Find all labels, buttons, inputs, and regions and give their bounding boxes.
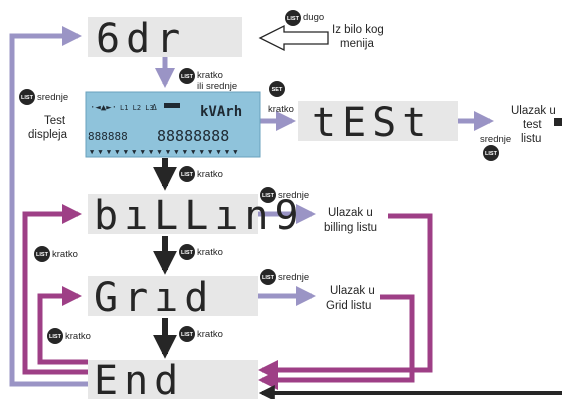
list-badge-left-srednje: LIST [19, 89, 35, 105]
label-ulazak-grid-1: Ulazak u [330, 285, 375, 297]
billing-list-return [258, 213, 433, 380]
label-ili-srednje: ili srednje [197, 81, 237, 92]
end-to-grid-loop [37, 286, 88, 365]
list-badge-left-kratko-2: LIST [47, 328, 63, 344]
svg-text:LIST: LIST [262, 193, 275, 199]
list-badge-display-kratko: LIST [179, 166, 195, 182]
label-srednje-billing: srednje [278, 190, 309, 201]
lcd-big-digits: 88888888 [157, 127, 229, 145]
list-badge-billing-kratko: LIST [179, 244, 195, 260]
label-kratko-gdr: kratko [197, 70, 223, 81]
list-badge-dugo: LIST [285, 10, 301, 26]
loop-end-to-gdr-arrow [9, 26, 88, 387]
screen-gdr-text: 6dr [96, 16, 186, 62]
svg-text:LIST: LIST [262, 275, 275, 281]
label-kratko-left-2: kratko [65, 331, 91, 342]
label-ulazak-test-3: listu [521, 133, 541, 145]
list-badge-gdr-kratko: LIST [179, 68, 195, 84]
from-any-menu-arrow [258, 24, 329, 52]
screen-test-text: tESt [312, 100, 432, 146]
list-badge-left-kratko-1: LIST [34, 246, 50, 262]
lcd-arrows-icon: ·◄▲►· [90, 103, 117, 113]
label-ulazak-grid-2: Grid listu [326, 300, 371, 312]
screen-grid[interactable]: Grıd [88, 275, 258, 321]
lcd-display: ·◄▲►· L1 L2 L3 Δ kVArh 888888 88888888 ▼… [85, 91, 261, 158]
svg-text:LIST: LIST [181, 172, 194, 178]
end-to-billing-loop [22, 204, 88, 375]
screen-gdr[interactable]: 6dr [88, 16, 242, 62]
svg-text:LIST: LIST [181, 74, 194, 80]
lcd-indicator-triangles: ▼ ▼ ▼ ▼ ▼ ▼ ▼ ▼ ▼ ▼ ▼ ▼ ▼ ▼ ▼ ▼ ▼ ▼ [90, 148, 238, 156]
svg-text:LIST: LIST [287, 16, 300, 22]
list-badge-grid-srednje: LIST [260, 269, 276, 285]
label-dugo: dugo [303, 12, 324, 23]
label-kratko-display: kratko [197, 169, 223, 180]
svg-text:LIST: LIST [21, 95, 34, 101]
label-kratko-billing: kratko [197, 247, 223, 258]
label-iz-bilo-1: Iz bilo kog [332, 24, 384, 36]
label-kratko-left-1: kratko [52, 249, 78, 260]
screen-grid-text: Grıd [94, 275, 214, 321]
svg-text:LIST: LIST [485, 151, 498, 157]
label-kratko-grid: kratko [197, 329, 223, 340]
screen-end-text: End [94, 358, 184, 399]
label-ulazak-test-2: test [523, 119, 542, 131]
label-kratko-set: kratko [268, 104, 294, 115]
lcd-warning-icon: Δ [152, 103, 157, 112]
svg-text:LIST: LIST [181, 332, 194, 338]
lcd-bar-icon [164, 103, 180, 108]
grid-list-return [258, 294, 415, 390]
label-test-displeja-1: Test [44, 115, 66, 127]
label-ulazak-billing-2: billing listu [324, 222, 377, 234]
screen-end[interactable]: End [88, 358, 258, 399]
svg-text:LIST: LIST [181, 250, 194, 256]
label-ulazak-billing-1: Ulazak u [328, 207, 373, 219]
svg-text:LIST: LIST [36, 252, 49, 258]
screen-test[interactable]: tESt [298, 100, 458, 146]
right-edge-marker [554, 118, 562, 126]
label-srednje-test: srednje [480, 134, 511, 145]
label-srednje-left: srednje [37, 92, 68, 103]
lcd-small-digits: 888888 [88, 130, 128, 143]
label-srednje-grid: srednje [278, 272, 309, 283]
list-badge-grid-kratko: LIST [179, 326, 195, 342]
list-badge-test-srednje: LIST [483, 145, 499, 161]
label-iz-bilo-2: menija [340, 38, 374, 50]
svg-text:LIST: LIST [49, 334, 62, 340]
lcd-unit-text: kVArh [200, 104, 242, 120]
set-badge: SET [269, 81, 285, 97]
label-ulazak-test-1: Ulazak u [511, 105, 556, 117]
list-badge-billing-srednje: LIST [260, 187, 276, 203]
label-test-displeja-2: displeja [28, 129, 68, 141]
lcd-phase-text: L1 L2 L3 [120, 104, 154, 112]
svg-text:SET: SET [272, 87, 283, 93]
